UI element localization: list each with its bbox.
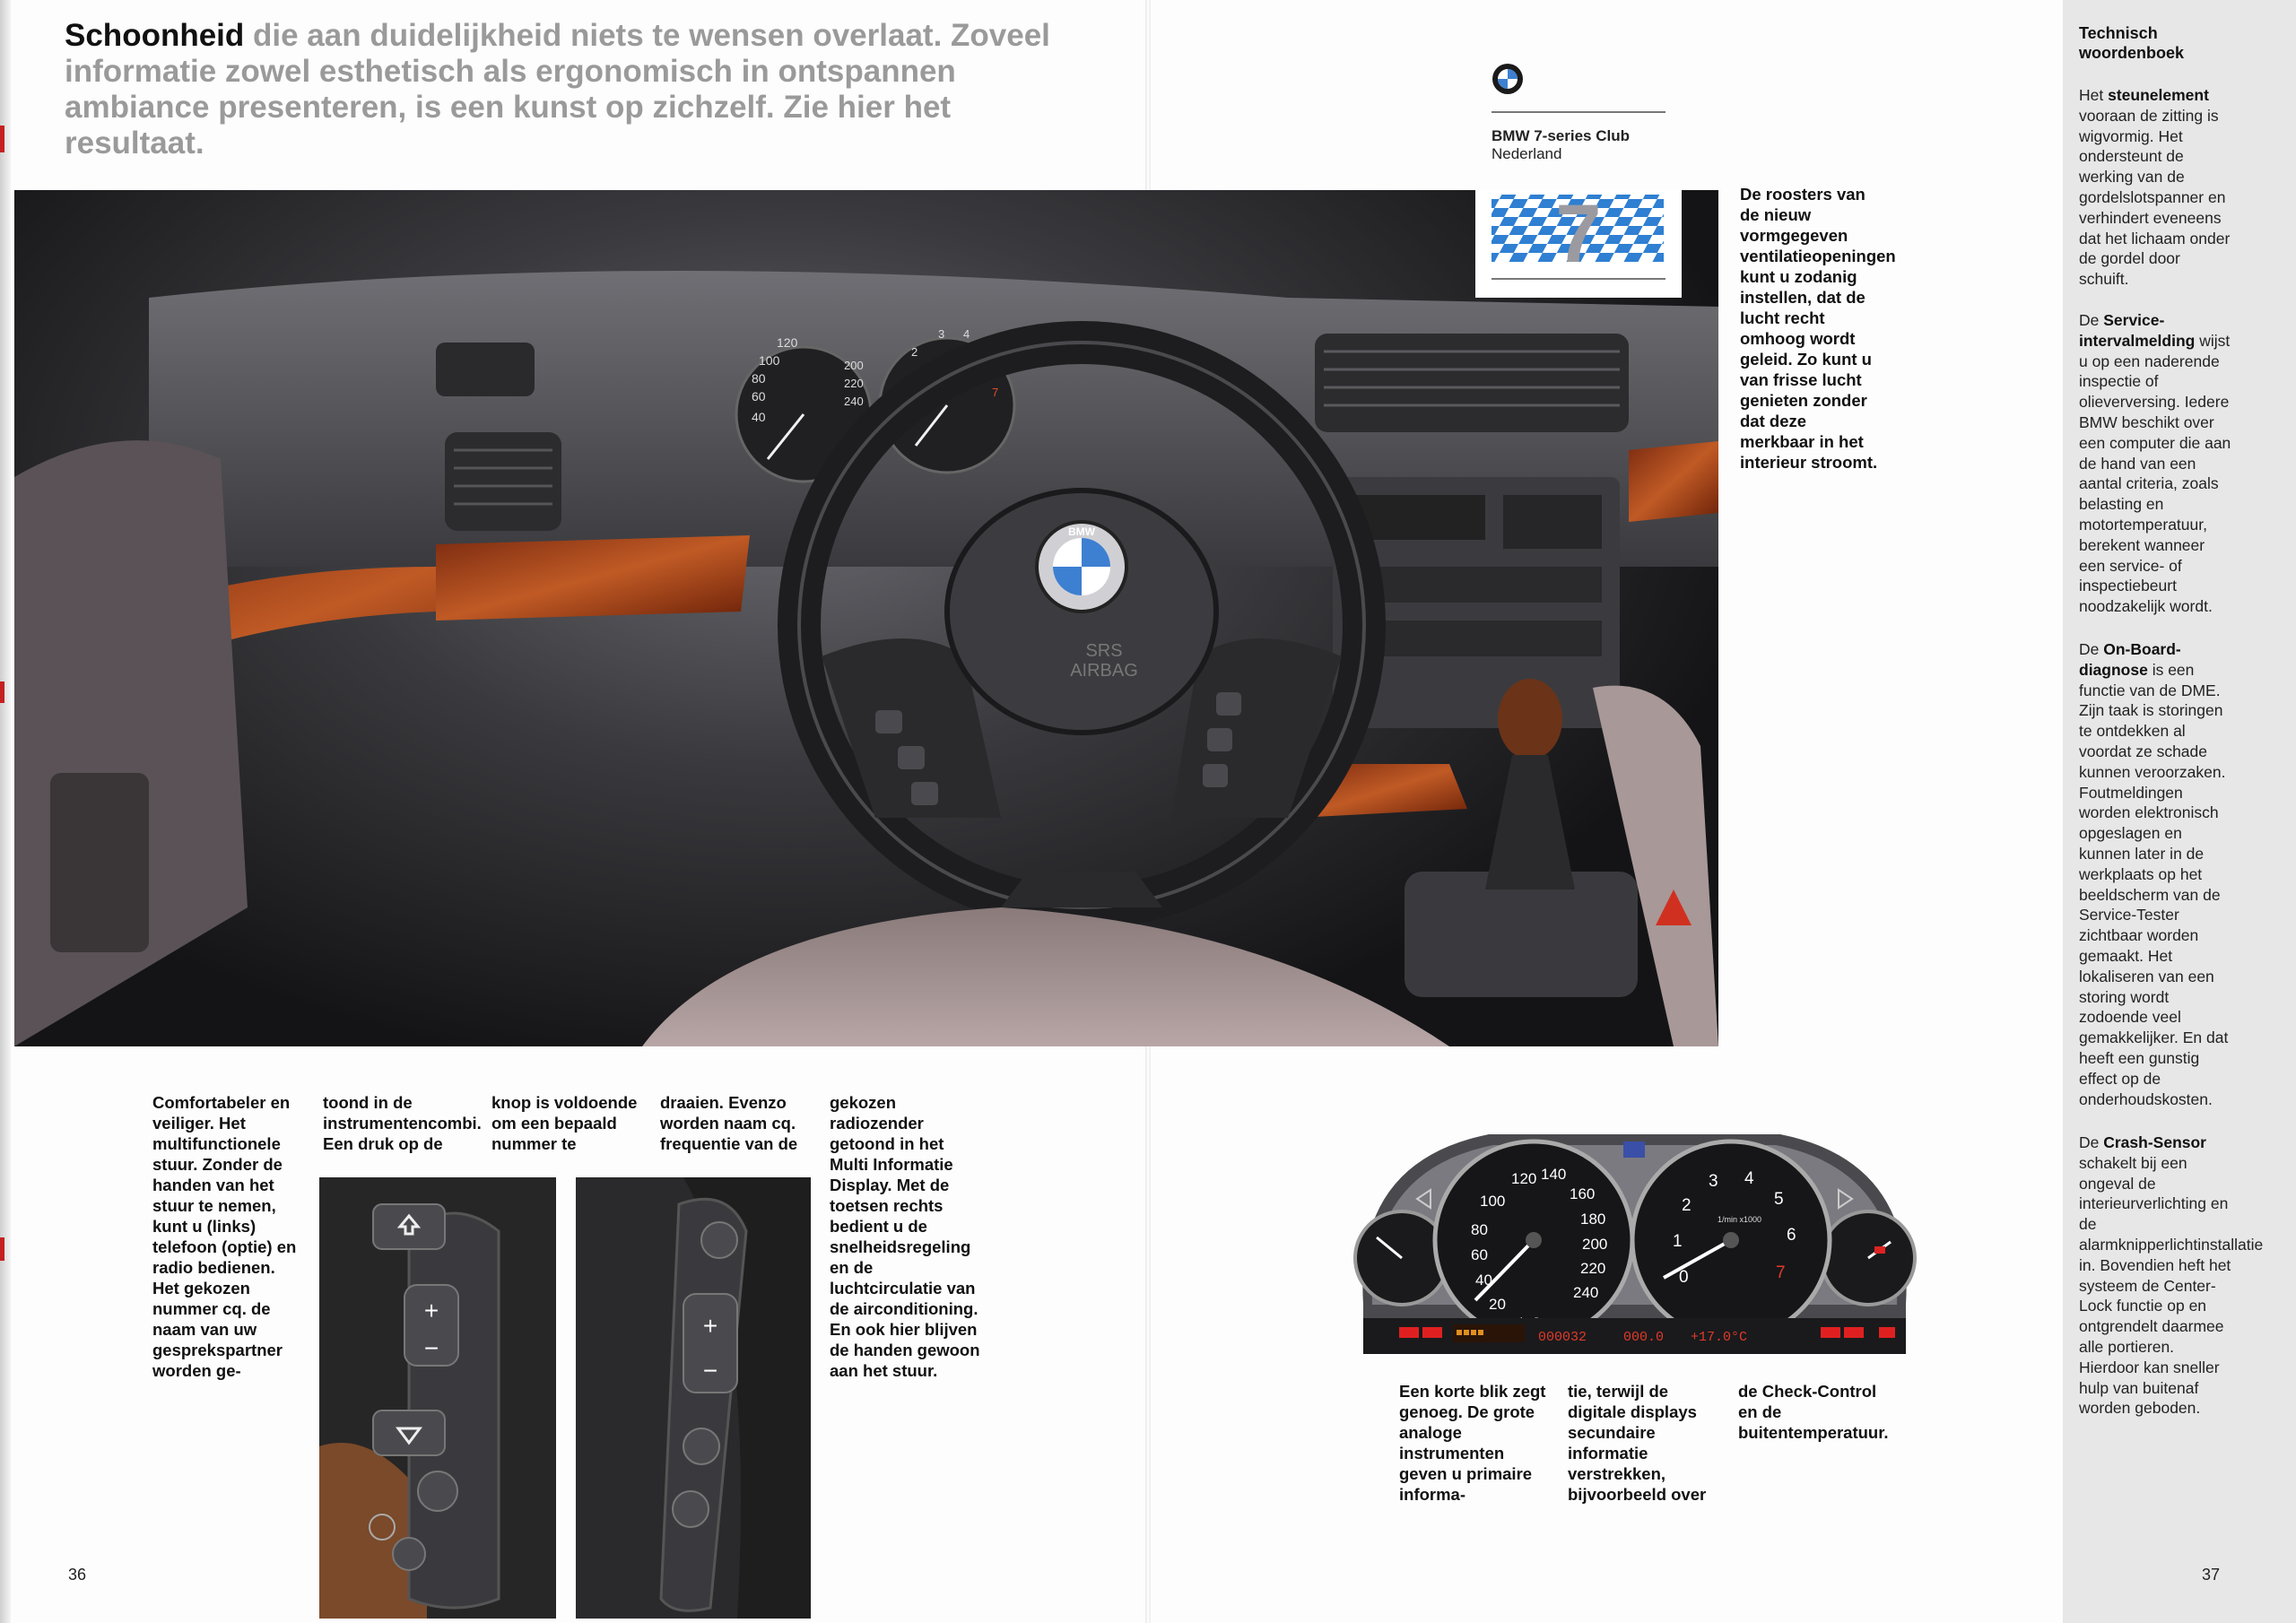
edge-marker	[0, 1237, 4, 1261]
minus-icon: −	[703, 1357, 718, 1384]
text-column-2: toond in de instrumentencombi. Een druk …	[323, 1093, 482, 1153]
glossary-sidebar	[2063, 0, 2296, 1623]
tacho-label: 3	[938, 327, 944, 341]
glossary-entry: De Crash-Sensor schakelt bij een ongeval…	[2079, 1133, 2263, 1419]
glossary-text: vooraan de zitting is wigvormig. Het ond…	[2079, 106, 2231, 289]
speed-label: 200	[1582, 1236, 1607, 1253]
text-column-4: draaien. Evenzo worden naam cq. frequent…	[660, 1093, 798, 1153]
interior-illustration: 120 100 80 60 40 200 220 240 2 3 4 6 7 1…	[14, 271, 1718, 1046]
gauge-label: 80	[752, 371, 766, 386]
tacho-label: 4	[963, 327, 970, 341]
text-column-3: knop is voldoende om een bepaald nummer …	[491, 1093, 638, 1153]
tacho-label: 5	[1774, 1190, 1784, 1209]
gauge-label: 200	[844, 359, 864, 372]
tacho-label: 2	[1682, 1196, 1692, 1215]
roundel-text: BMW	[1068, 525, 1096, 538]
gauge-label: 240	[844, 395, 864, 408]
speed-label: 60	[1471, 1246, 1488, 1263]
speed-label: 100	[1480, 1193, 1505, 1210]
glossary-term: Service-intervalmelding	[2079, 311, 2196, 350]
glossary-title: Technisch woordenboek	[2079, 24, 2185, 62]
headline: Schoonheid die aan duidelijkheid niets t…	[65, 18, 1060, 161]
airbag-label: SRS	[1085, 641, 1122, 661]
headline-strong: Schoonheid	[65, 18, 245, 53]
text-column-5: gekozen radiozender getoond in het Multi…	[830, 1093, 980, 1380]
bmw-logo-icon	[1492, 64, 1523, 94]
page-number-right: 37	[2202, 1566, 2221, 1584]
airbag-label: AIRBAG	[1070, 661, 1138, 681]
thumb-left-wheel-controls: + −	[319, 1177, 556, 1619]
tacho-label: 7	[992, 386, 998, 399]
right-controls-illustration: + −	[576, 1177, 811, 1619]
glossary-prefix: De	[2079, 640, 2104, 658]
tacho-label: 1	[1673, 1232, 1683, 1251]
glossary-text: wijst u op een naderende inspectie of ol…	[2079, 331, 2231, 616]
club-flag: 7	[1475, 188, 1682, 298]
glossary-text: is een functie van de DME. Zijn taak is …	[2079, 660, 2229, 1108]
tacho-label: 0	[1679, 1268, 1689, 1287]
glossary-term: Crash-Sensor	[2103, 1133, 2206, 1151]
tacho-label: 7	[1776, 1263, 1786, 1282]
gauge-label: 60	[752, 389, 766, 404]
page-number-left: 36	[68, 1566, 87, 1584]
caption-vents: De roosters van de nieuw vormgegeven ven…	[1740, 185, 1896, 472]
speed-label: 120	[1511, 1170, 1536, 1187]
glossary-entry: De Service-intervalmelding wijst u op ee…	[2079, 310, 2231, 617]
speed-label: 20	[1489, 1296, 1506, 1313]
speed-label: 140	[1541, 1166, 1566, 1183]
gauge-label: 120	[777, 335, 798, 350]
text-column-1: Comfortabeler en veiliger. Het multifunc…	[152, 1093, 297, 1380]
gauge-label: 100	[759, 353, 780, 368]
speed-label: 220	[1580, 1260, 1605, 1277]
glossary-prefix: De	[2079, 1133, 2104, 1151]
plus-icon: +	[703, 1312, 718, 1340]
glossary-prefix: De	[2079, 311, 2104, 329]
instrument-cluster-image: 20 40 60 80 100 120 140 160 180 200 220 …	[1345, 1125, 1924, 1358]
glossary-term: On-Board-diagnose	[2079, 640, 2181, 679]
cluster-caption-3: de Check-Control en de buitentemperatuur…	[1738, 1382, 1889, 1442]
temperature-display: +17.0°C	[1691, 1330, 1747, 1345]
speed-label: 40	[1475, 1271, 1492, 1289]
glossary-entry: Het steunelement vooraan de zitting is w…	[2079, 85, 2231, 290]
flag-numeral: 7	[1555, 190, 1601, 280]
cluster-caption-1: Een korte blik zegt genoeg. De grote ana…	[1399, 1382, 1546, 1504]
glossary-entry: De On-Board-diagnose is een functie van …	[2079, 639, 2231, 1109]
odometer-display: 000032	[1538, 1330, 1587, 1345]
gauge-label: 40	[752, 410, 766, 424]
tacho-unit: 1/min x1000	[1718, 1215, 1761, 1224]
speed-label: 180	[1580, 1211, 1605, 1228]
edge-marker	[0, 126, 4, 152]
tacho-label: 2	[911, 345, 918, 359]
edge-marker	[0, 681, 4, 703]
gauge-label: 220	[844, 377, 864, 390]
page-edge-left	[0, 0, 11, 1623]
instrument-cluster-illustration: 20 40 60 80 100 120 140 160 180 200 220 …	[1353, 1134, 1917, 1354]
interior-photo: 120 100 80 60 40 200 220 240 2 3 4 6 7 1…	[14, 190, 1718, 1046]
speed-label: 160	[1570, 1185, 1595, 1202]
speed-label: 240	[1573, 1284, 1598, 1301]
tacho-label: 3	[1709, 1172, 1718, 1191]
glossary-prefix: Het	[2079, 86, 2109, 104]
headline-rest: die aan duidelijkheid niets te wensen ov…	[65, 18, 1050, 161]
bavarian-flag-icon: 7	[1492, 188, 1665, 280]
trip-display: 000.0	[1623, 1330, 1664, 1345]
club-rule-top	[1492, 111, 1665, 113]
minus-icon: −	[424, 1334, 439, 1362]
club-name: BMW 7-series Club Nederland	[1492, 127, 1630, 163]
tacho-label: 6	[1787, 1226, 1796, 1245]
thumb-right-wheel-controls: + −	[576, 1177, 811, 1619]
club-name-line2: Nederland	[1492, 145, 1562, 162]
glossary-text: schakelt bij een ongeval de interieurver…	[2079, 1153, 2264, 1418]
club-name-line1: BMW 7-series Club	[1492, 127, 1630, 144]
tacho-label: 4	[1744, 1169, 1754, 1188]
cluster-caption-2: tie, terwijl de digitale displays secund…	[1568, 1382, 1707, 1504]
left-controls-illustration: + −	[319, 1177, 556, 1619]
speed-label: 80	[1471, 1221, 1488, 1238]
plus-icon: +	[424, 1297, 439, 1324]
glossary-term: steunelement	[2108, 86, 2209, 104]
